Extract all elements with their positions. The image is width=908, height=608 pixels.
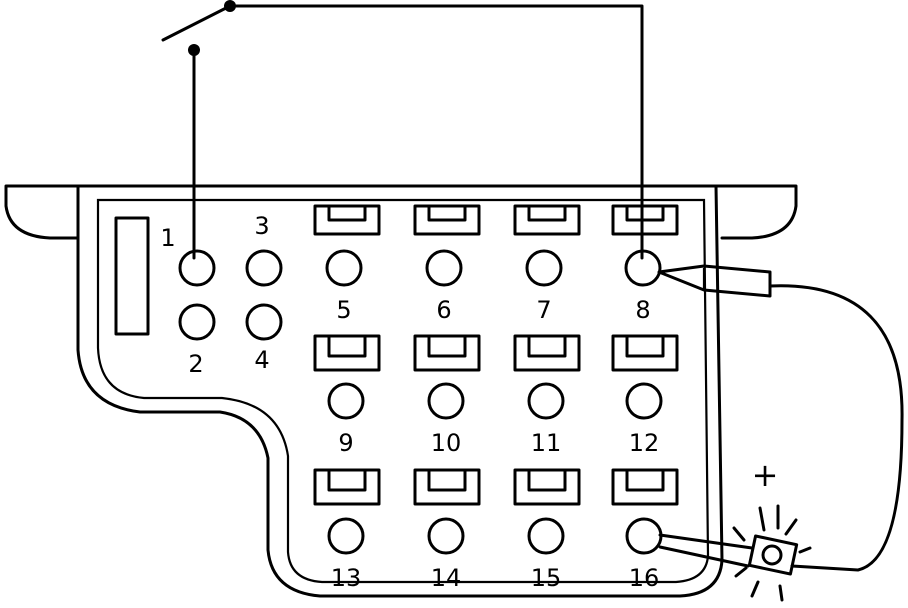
terminal-label-3: 3: [254, 212, 269, 240]
terminal-label-2: 2: [188, 350, 203, 378]
terminal-label-11: 11: [531, 429, 562, 457]
fuse-clip: [413, 468, 481, 506]
switch: [161, 0, 236, 56]
terminal-hole-12: [625, 382, 663, 420]
terminal-hole-8: [624, 249, 662, 287]
lamp-glow-rays: [732, 504, 812, 602]
terminal-hole-16: [625, 517, 663, 555]
terminal-label-12: 12: [629, 429, 660, 457]
fuse-clip: [313, 468, 381, 506]
fuse-clip: [313, 334, 381, 372]
fuse-clip: [313, 204, 381, 236]
terminal-label-14: 14: [431, 564, 462, 592]
terminal-hole-7: [525, 249, 563, 287]
test-lamp: [658, 504, 812, 602]
fuse-clip: [513, 334, 581, 372]
terminal-hole-10: [427, 382, 465, 420]
terminal-label-9: 9: [338, 429, 353, 457]
polarity-label: +: [752, 456, 779, 494]
jumper-wire: [192, 4, 644, 260]
terminal-label-13: 13: [331, 564, 362, 592]
terminal-hole-4: [245, 303, 283, 341]
terminal-label-5: 5: [336, 296, 351, 324]
fuse-clip: [413, 334, 481, 372]
terminal-hole-13: [327, 517, 365, 555]
terminal-hole-3: [245, 249, 283, 287]
socket-housing-outer: [76, 184, 724, 598]
terminal-label-1: 1: [160, 224, 175, 252]
terminal-label-15: 15: [531, 564, 562, 592]
fuse-clip: [513, 204, 581, 236]
terminal-label-8: 8: [635, 296, 650, 324]
fuse-clip-group: [313, 204, 679, 506]
terminal-hole-2: [178, 303, 216, 341]
fuse-clip: [611, 334, 679, 372]
test-probe: [657, 264, 904, 572]
terminal-hole-15: [527, 517, 565, 555]
terminal-label-4: 4: [254, 346, 269, 374]
mounting-flange: [714, 184, 798, 240]
terminal-hole-9: [327, 382, 365, 420]
terminal-hole-6: [425, 249, 463, 287]
terminal-hole-5: [325, 249, 363, 287]
terminal-hole-11: [527, 382, 565, 420]
fuse-clip: [513, 468, 581, 506]
terminal-label-6: 6: [436, 296, 451, 324]
terminal-hole-1: [178, 249, 216, 287]
terminal-label-7: 7: [536, 296, 551, 324]
fuse-clip: [611, 468, 679, 506]
mounting-flange: [4, 184, 80, 240]
terminal-hole-14: [427, 517, 465, 555]
socket-housing-inner: [96, 198, 710, 584]
fuse-clip: [413, 204, 481, 236]
fuse-clip: [611, 204, 679, 236]
terminal-label-10: 10: [431, 429, 462, 457]
label-slot: [114, 216, 150, 336]
terminal-label-16: 16: [629, 564, 660, 592]
